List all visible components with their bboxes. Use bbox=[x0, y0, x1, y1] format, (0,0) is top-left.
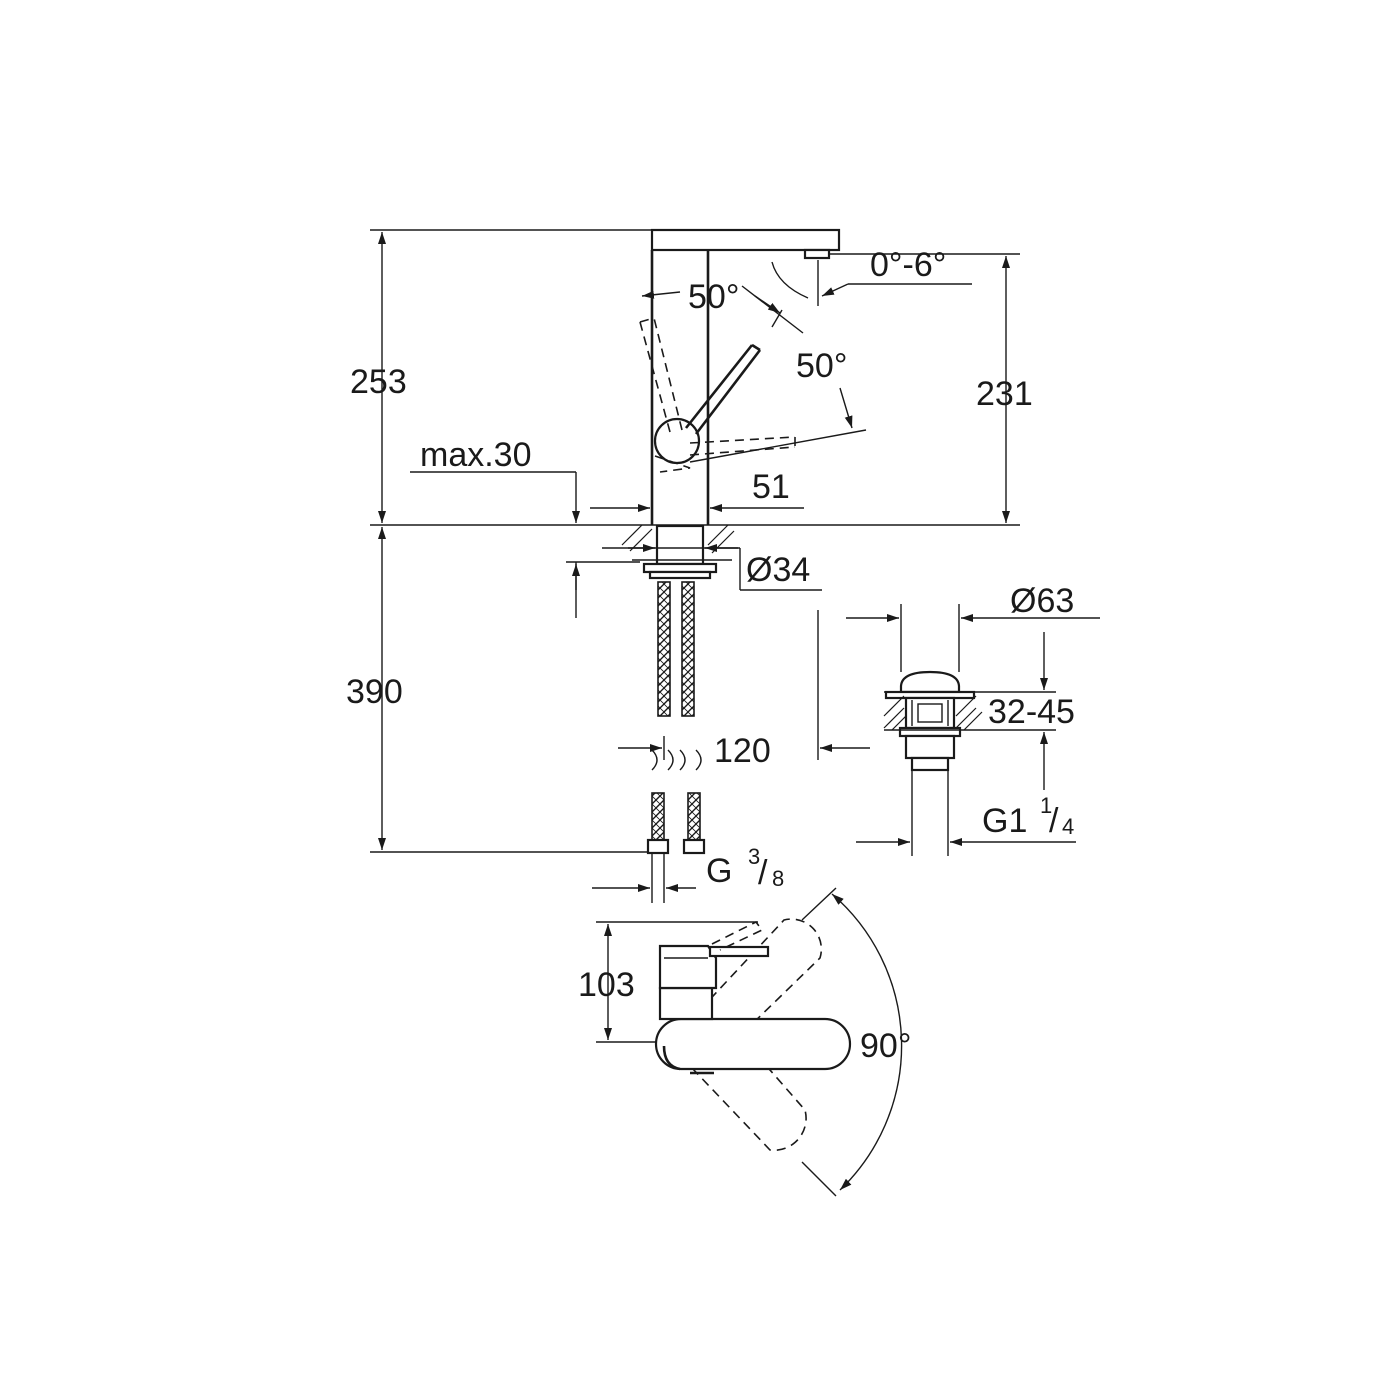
spout-plan bbox=[654, 1017, 852, 1071]
cartridge-knob bbox=[653, 417, 701, 465]
label-g-slash: / bbox=[758, 854, 768, 892]
label-g: G bbox=[706, 852, 732, 890]
aerator bbox=[803, 248, 831, 260]
hose-left-lower bbox=[651, 792, 665, 842]
label-d34: Ø34 bbox=[746, 551, 810, 589]
label-51: 51 bbox=[752, 468, 790, 506]
label-390: 390 bbox=[346, 673, 403, 711]
hose-right bbox=[681, 581, 695, 717]
label-231: 231 bbox=[976, 375, 1033, 413]
spout bbox=[650, 228, 841, 252]
label-g1: G1 bbox=[982, 802, 1027, 840]
hose-left bbox=[657, 581, 671, 717]
label-32-45: 32-45 bbox=[988, 693, 1075, 731]
label-max30: max.30 bbox=[420, 436, 532, 474]
label-103: 103 bbox=[578, 966, 635, 1004]
label-90-deg: 90° bbox=[860, 1027, 911, 1065]
mounting-nut bbox=[642, 562, 718, 574]
elevation-dimensions bbox=[370, 229, 1020, 903]
label-120: 120 bbox=[714, 732, 771, 770]
lever-dashed-right bbox=[654, 436, 796, 473]
label-0-6-deg: 0°-6° bbox=[870, 246, 946, 284]
label-g-den: 8 bbox=[772, 866, 784, 891]
waste-valve bbox=[883, 670, 1056, 856]
hose-right-lower bbox=[687, 792, 701, 842]
shank bbox=[655, 524, 705, 566]
handle-plan bbox=[708, 945, 770, 958]
label-g-num: 3 bbox=[748, 844, 760, 869]
label-50-deg-right: 50° bbox=[796, 347, 847, 385]
faucet-elevation bbox=[370, 228, 1020, 855]
plan-view bbox=[596, 887, 903, 1197]
lever bbox=[684, 343, 762, 435]
label-253: 253 bbox=[350, 363, 407, 401]
dimension-labels: 253 231 max.30 0°-6° 50° 50° 51 Ø34 390 … bbox=[346, 246, 1075, 1065]
label-g1-num: 1 bbox=[1040, 793, 1052, 818]
basin-hatch-right bbox=[883, 695, 983, 731]
label-50-deg-left: 50° bbox=[688, 278, 739, 316]
waste-dimensions bbox=[846, 604, 1100, 846]
label-g1-den: 4 bbox=[1062, 814, 1074, 839]
label-g1-slash: / bbox=[1049, 802, 1059, 840]
lever-dashed-left bbox=[639, 317, 683, 433]
label-d63: Ø63 bbox=[1010, 582, 1074, 620]
